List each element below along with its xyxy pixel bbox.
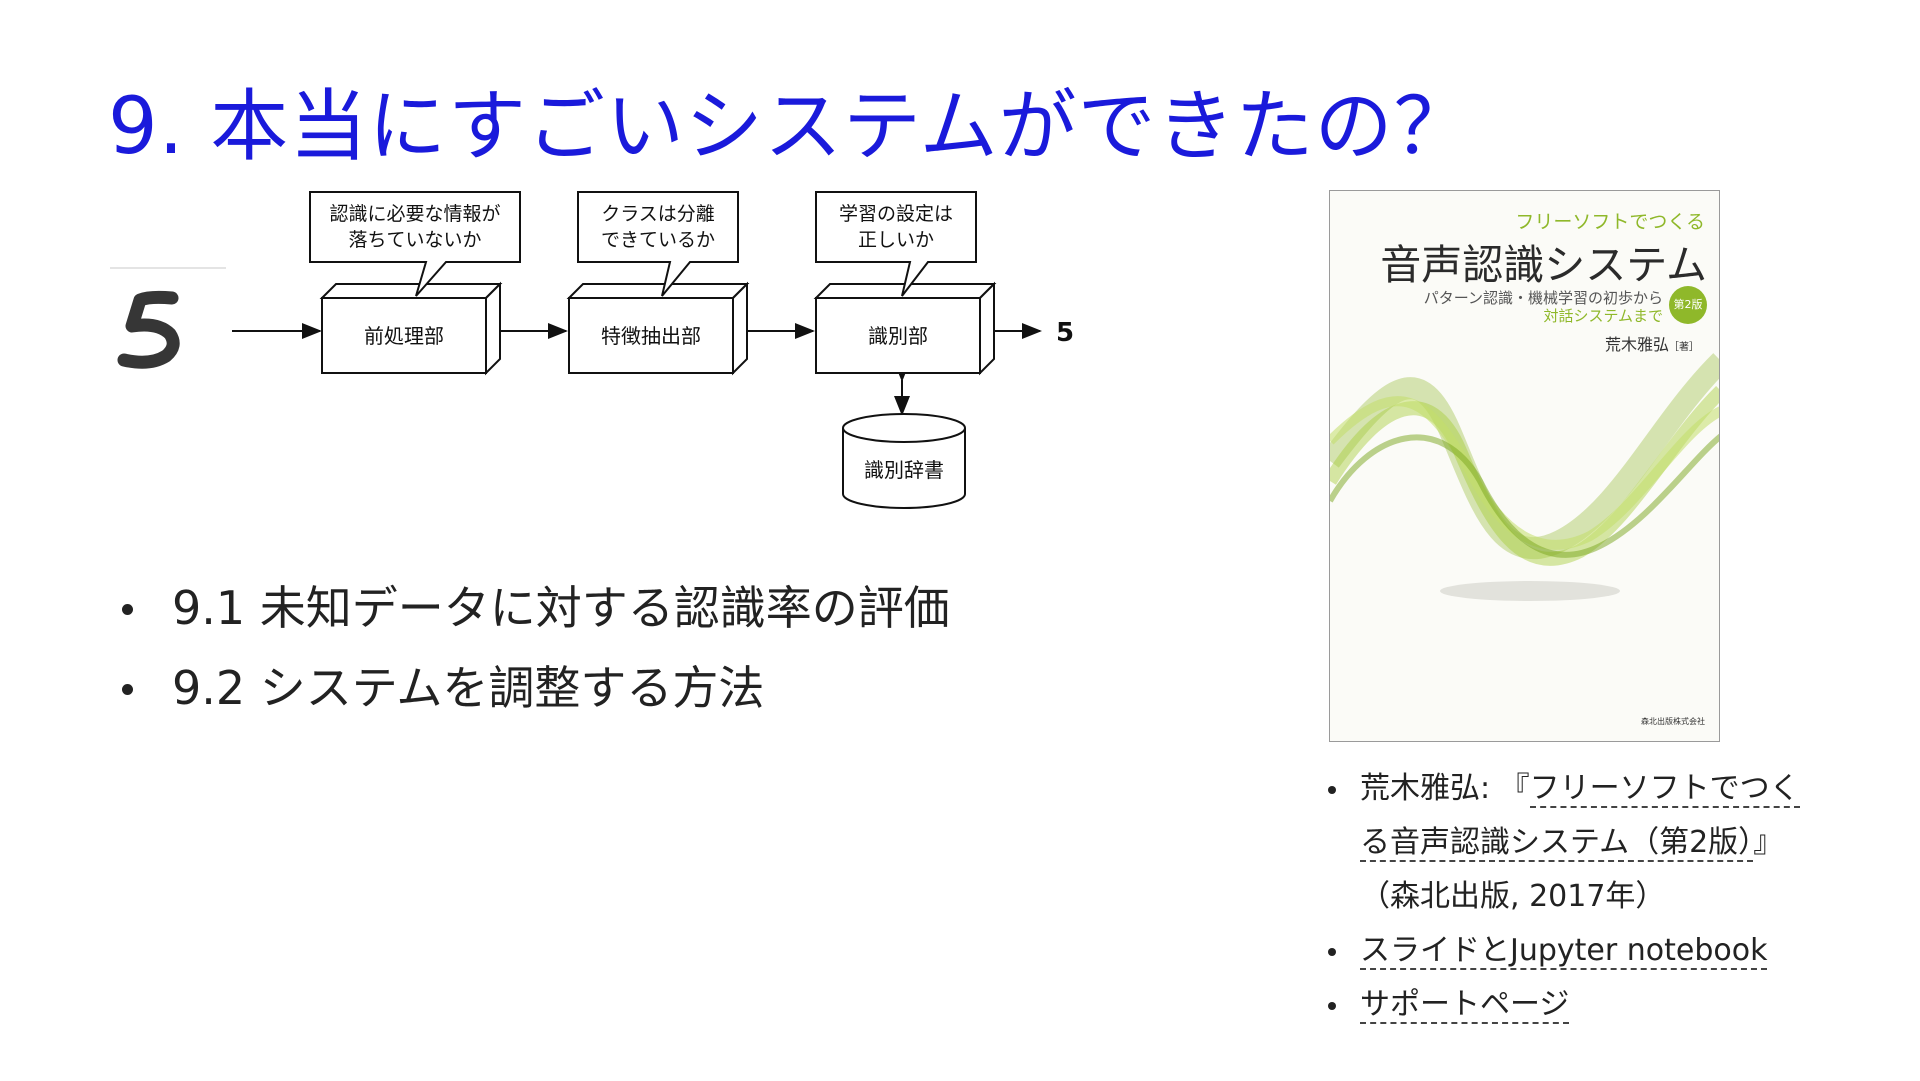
reference-text: 』（森北出版, 2017年） xyxy=(1360,825,1784,914)
list-item: スライドとJupyter notebook xyxy=(1318,924,1818,978)
callout-class-separation: クラスは分離 できているか xyxy=(577,191,739,297)
list-item: 9.1 未知データに対する認識率の評価 xyxy=(118,568,950,648)
reference-list: 荒木雅弘: 『フリーソフトでつくる音声認識システム（第2版）』（森北出版, 20… xyxy=(1318,762,1818,1032)
book-link[interactable]: フリーソフトでつくる音声認識システム（第2版） xyxy=(1360,771,1800,862)
callout-information-loss: 認識に必要な情報が 落ちていないか xyxy=(309,191,521,297)
block-feature-label: 特徴抽出部 xyxy=(601,324,701,348)
book-cover-author-name: 荒木雅弘 xyxy=(1604,335,1669,354)
reference-text: 荒木雅弘: 『 xyxy=(1360,771,1530,806)
list-item: 9.2 システムを調整する方法 xyxy=(118,648,950,728)
callout-2-line-2: できているか xyxy=(601,229,715,251)
pipeline-diagram: 前処理部 特徴抽出部 識別部 5 識別辞書 認識に必要な情報が 落ちていないか … xyxy=(110,191,1074,509)
callout-learning-settings: 学習の設定は 正しいか xyxy=(815,191,977,297)
callout-1-line-1: 認識に必要な情報が xyxy=(329,203,500,225)
book-cover-tagline: パターン認識・機械学習の初歩から xyxy=(1423,289,1663,307)
block-classifier-label: 識別部 xyxy=(868,324,928,348)
slides-notebook-link[interactable]: スライドとJupyter notebook xyxy=(1360,933,1768,970)
book-cover-image: フリーソフトでつくる 音声認識システム パターン認識・機械学習の初歩から 対話シ… xyxy=(1329,190,1720,742)
block-feature-extraction: 特徴抽出部 xyxy=(566,281,750,376)
book-cover-tagline: 対話システムまで xyxy=(1543,307,1663,325)
digit-image xyxy=(110,266,228,384)
book-cover-publisher: 森北出版株式会社 xyxy=(1641,717,1705,726)
green-wave-graphic xyxy=(1330,353,1719,601)
page-title: 9. 本当にすごいシステムができたの？ xyxy=(108,82,1473,172)
support-page-link[interactable]: サポートページ xyxy=(1360,987,1570,1024)
callout-3-line-1: 学習の設定は xyxy=(839,203,953,225)
book-cover-edition-badge: 第2版 xyxy=(1669,286,1707,324)
book-cover-subtitle: フリーソフトでつくる xyxy=(1515,211,1705,233)
callout-1-line-2: 落ちていないか xyxy=(348,229,481,251)
block-classifier: 識別部 xyxy=(813,281,997,376)
list-item: サポートページ xyxy=(1318,978,1818,1032)
block-preprocess: 前処理部 xyxy=(319,281,503,376)
book-cover-author: 荒木雅弘［著］ xyxy=(1605,331,1699,355)
callout-3-line-2: 正しいか xyxy=(858,229,934,251)
dictionary-label: 識別辞書 xyxy=(864,458,944,482)
topic-list: 9.1 未知データに対する認識率の評価 9.2 システムを調整する方法 xyxy=(118,568,950,728)
list-item: 荒木雅弘: 『フリーソフトでつくる音声認識システム（第2版）』（森北出版, 20… xyxy=(1318,762,1818,924)
output-label: 5 xyxy=(1056,318,1074,348)
dictionary-database: 識別辞書 xyxy=(842,413,966,509)
callout-2-line-1: クラスは分離 xyxy=(601,203,715,225)
book-cover-author-role: ［著］ xyxy=(1669,342,1699,353)
book-cover-title: 音声認識システム xyxy=(1380,241,1707,289)
block-preprocess-label: 前処理部 xyxy=(364,324,444,348)
